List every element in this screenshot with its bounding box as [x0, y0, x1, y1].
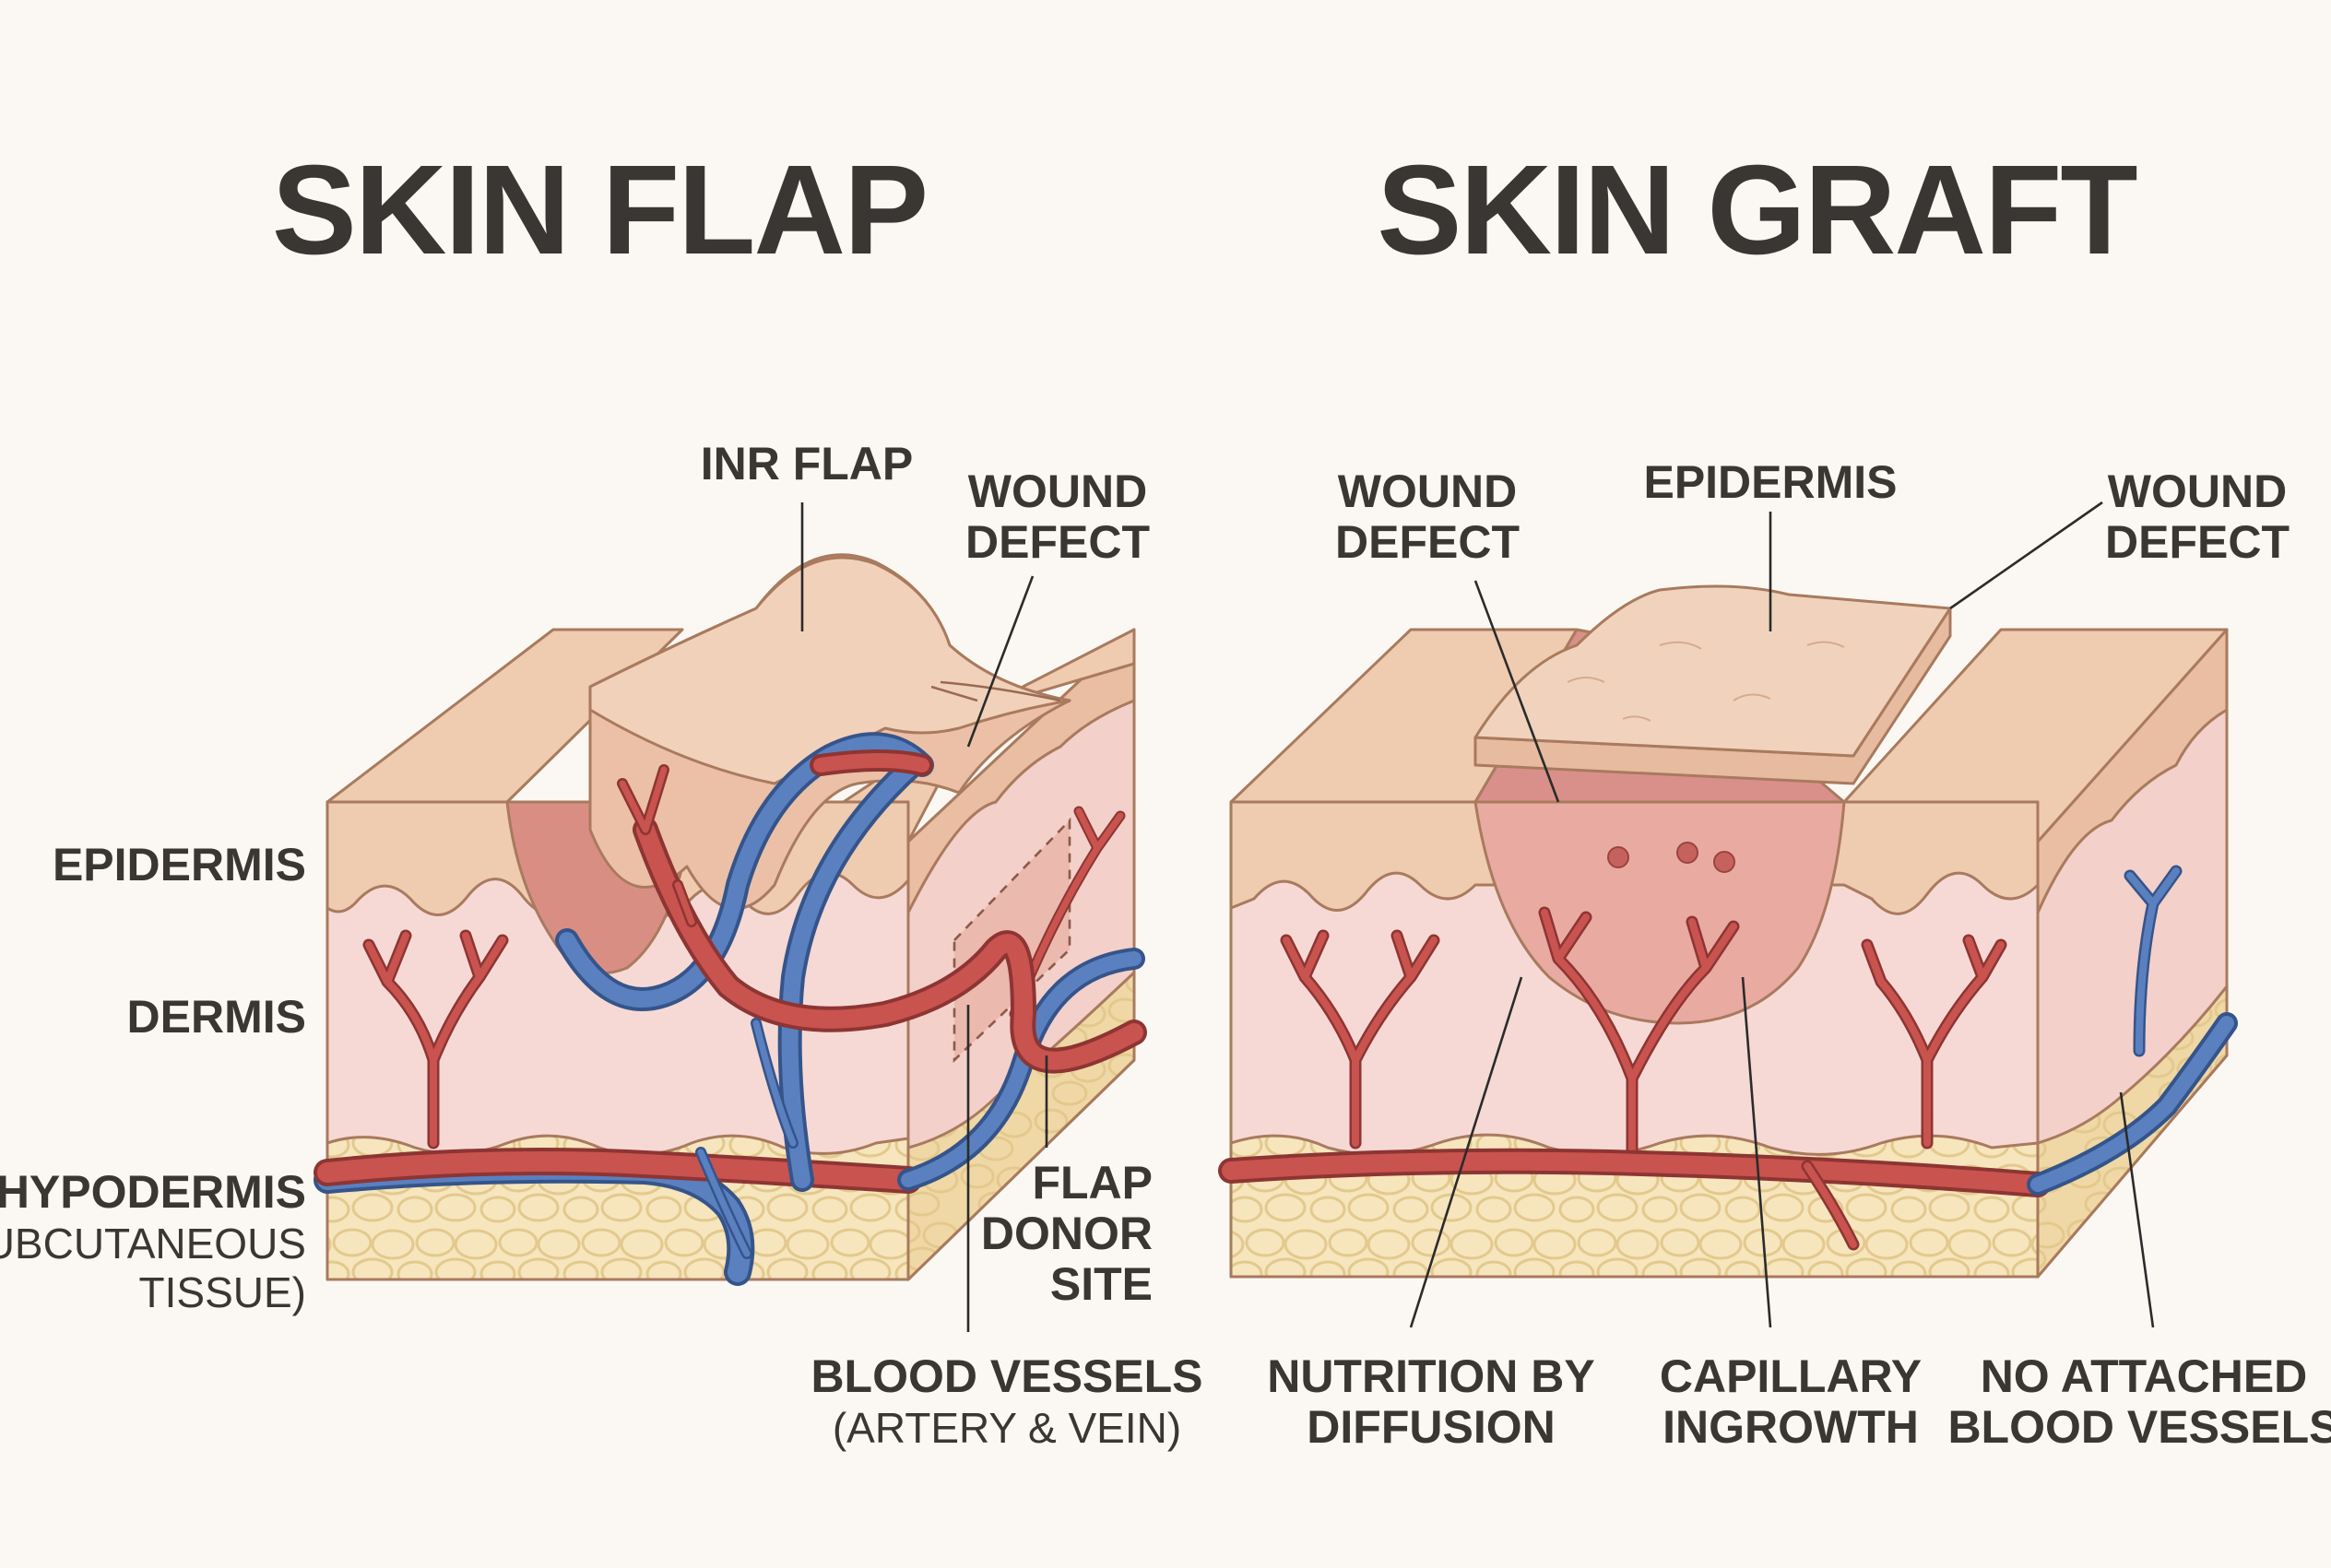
graft-dermal-branches: [1280, 865, 2183, 1168]
graft-block-right-epidermis: [2036, 628, 2229, 914]
flap-main-vessels: [314, 732, 1147, 1286]
label-flap-wound-defect-line2: DEFECT: [965, 516, 1150, 568]
label-nutrition-line2: DIFFUSION: [1307, 1401, 1555, 1453]
label-graft-wound-right-line1: WOUND: [2108, 466, 2287, 517]
graft-sheet-top: [1473, 584, 1952, 758]
label-graft-wound-left-line2: DEFECT: [1335, 516, 1520, 568]
label-hypodermis: HYPODERMIS: [0, 1166, 306, 1218]
graft-sheet-texture: [1567, 641, 1845, 722]
label-blood-vessels-sub: (ARTERY & VEIN): [833, 1404, 1181, 1452]
label-dermis: DERMIS: [127, 991, 306, 1043]
skin-graft-block: [1218, 584, 2238, 1279]
label-epidermis: EPIDERMIS: [53, 839, 306, 890]
label-no-vessels-line2: BLOOD VESSELS: [1947, 1401, 2331, 1453]
label-blood-vessels: BLOOD VESSELS: [811, 1350, 1202, 1402]
skin-flap-block: [314, 553, 1147, 1286]
label-graft-epidermis: EPIDERMIS: [1643, 456, 1897, 508]
label-flap-wound-defect-line1: WOUND: [968, 466, 1147, 517]
graft-wound-granules: [1607, 842, 1735, 873]
label-hypodermis-sub-line2: TISSUE): [139, 1268, 306, 1316]
label-hypodermis-sub-line1: (SUBCUTANEOUS: [0, 1220, 306, 1267]
label-no-vessels-line1: NO ATTACHED: [1981, 1350, 2308, 1402]
leader-lines: [800, 501, 2155, 1332]
label-capillary-line2: INGROWTH: [1662, 1401, 1919, 1453]
inr-flap-cut: [930, 680, 1061, 702]
graft-main-vessels: [1218, 1012, 2238, 1251]
skin-flap-title: SKIN FLAP: [272, 139, 927, 281]
label-capillary-line1: CAPILLARY: [1660, 1350, 1922, 1402]
label-graft-wound-right-line2: DEFECT: [2105, 516, 2290, 568]
label-inr-flap: INR FLAP: [701, 438, 914, 489]
label-flap-donor-line2: DONOR: [981, 1208, 1153, 1259]
label-nutrition-line1: NUTRITION BY: [1267, 1350, 1595, 1402]
label-flap-donor-line1: FLAP: [1032, 1157, 1153, 1208]
flap-block-right-epidermis: [906, 628, 1136, 914]
label-graft-wound-left-line1: WOUND: [1338, 466, 1517, 517]
skin-graft-title: SKIN GRAFT: [1377, 139, 2136, 281]
label-flap-donor-line3: SITE: [1050, 1258, 1153, 1310]
